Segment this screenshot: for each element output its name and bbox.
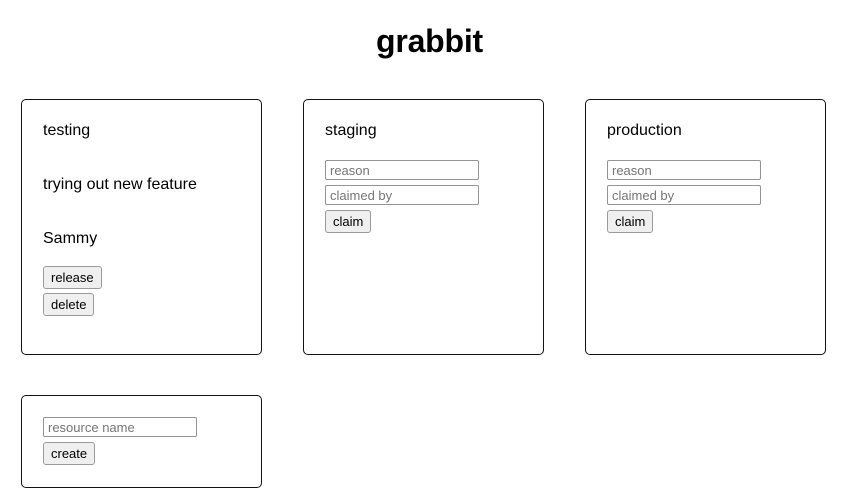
resource-name-input[interactable] xyxy=(43,417,197,437)
resource-board: testing trying out new feature Sammy rel… xyxy=(21,99,841,488)
reason-input[interactable] xyxy=(325,160,479,180)
release-button[interactable]: release xyxy=(43,266,102,289)
resource-card-staging: staging claim xyxy=(303,99,544,355)
claim-reason: trying out new feature xyxy=(43,176,197,193)
page-title: grabbit xyxy=(375,23,484,59)
resource-card-row: testing trying out new feature Sammy rel… xyxy=(21,99,841,355)
delete-button[interactable]: delete xyxy=(43,293,95,316)
resource-name: staging xyxy=(325,122,377,139)
claim-form: claim xyxy=(325,160,522,233)
claim-form: claim xyxy=(607,160,804,233)
claim-button[interactable]: claim xyxy=(325,210,372,233)
resource-card-production: production claim xyxy=(585,99,826,355)
resource-actions: release delete xyxy=(43,266,240,316)
create-button[interactable]: create xyxy=(43,442,96,465)
claimed-by: Sammy xyxy=(43,230,98,247)
resource-name: production xyxy=(607,122,682,139)
claim-button[interactable]: claim xyxy=(607,210,654,233)
resource-name: testing xyxy=(43,122,91,139)
claim-details: trying out new feature Sammy xyxy=(43,175,240,248)
claimed-by-input[interactable] xyxy=(607,185,761,205)
create-resource-card: create xyxy=(21,395,262,488)
claimed-by-input[interactable] xyxy=(325,185,479,205)
reason-input[interactable] xyxy=(607,160,761,180)
resource-card-testing: testing trying out new feature Sammy rel… xyxy=(21,99,262,355)
